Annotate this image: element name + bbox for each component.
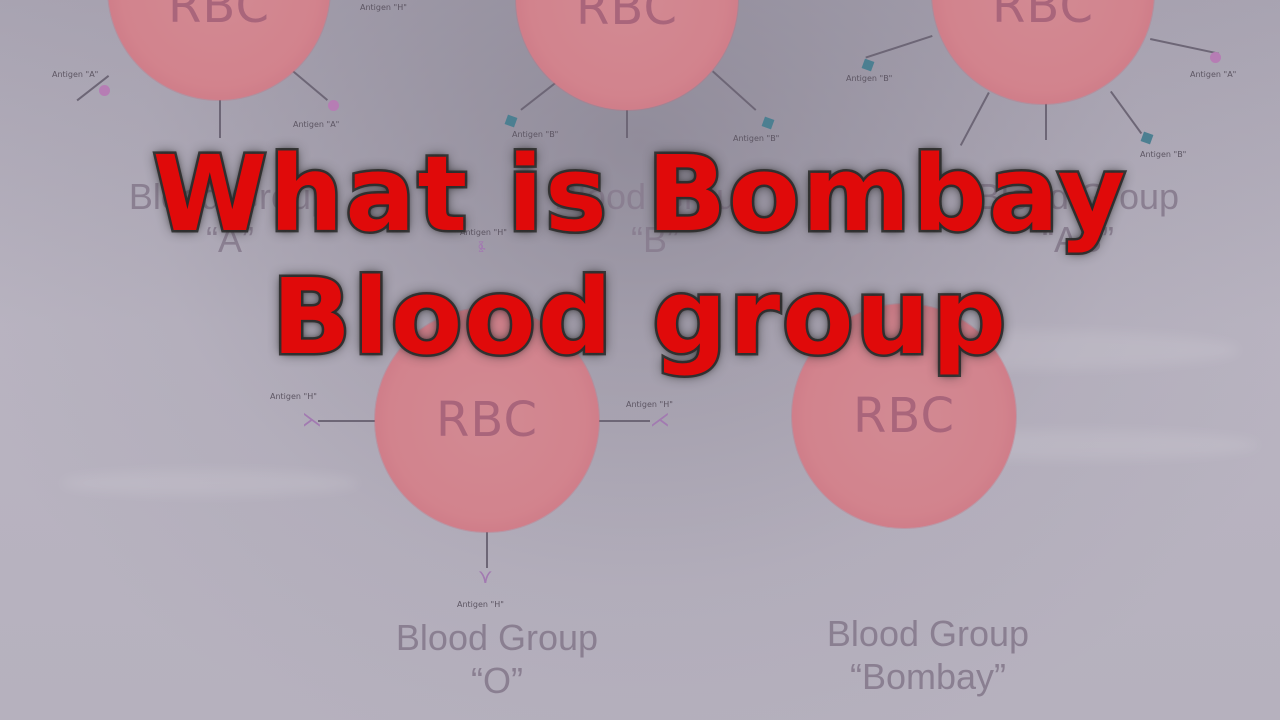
antigen-stem: [598, 420, 650, 422]
rbc-label: RBC: [168, 0, 270, 34]
headline-line-2: Blood group: [269, 256, 1009, 378]
antigen-stem: [318, 420, 376, 422]
group-b-title: Blood Group: [553, 176, 757, 217]
rbc-label: RBC: [992, 0, 1094, 34]
group-a-label: Blood Group “A”: [120, 175, 340, 261]
antigen-stem: [486, 532, 488, 568]
antigen-b-label: Antigen "B": [512, 130, 559, 139]
antigen-h-fork-icon: ⋌: [650, 407, 670, 431]
group-o-label: Blood Group “O”: [367, 616, 627, 702]
group-ab-type: “AB”: [1042, 219, 1114, 261]
antigen-a-marker: [1210, 52, 1221, 63]
antigen-h-label: Antigen "H": [626, 400, 673, 409]
antigen-a-label: Antigen "A": [52, 70, 99, 79]
antigen-h-label: Antigen "H": [457, 600, 504, 609]
group-o-type: “O”: [471, 660, 523, 702]
antigen-a-marker: [99, 85, 110, 96]
group-bombay-type: “Bombay”: [849, 656, 1007, 698]
group-a-type: “A”: [206, 219, 254, 261]
group-bombay-title: Blood Group: [826, 613, 1030, 654]
headline-line-1: What is Bombay: [150, 133, 1128, 255]
background-streak: [60, 470, 360, 496]
antigen-a-label: Antigen "A": [1190, 70, 1237, 79]
group-ab-title: Blood Group: [976, 176, 1180, 217]
rbc-label: RBC: [576, 0, 678, 36]
rbc-label: RBC: [436, 392, 538, 448]
antigen-h-fork-icon: ⋋: [302, 407, 322, 431]
group-b-label: Blood Group “B”: [545, 175, 765, 261]
antigen-h-label: Antigen "H": [270, 392, 317, 401]
antigen-h-fork-icon: ⱛ: [478, 236, 486, 260]
antigen-h-label: Antigen "H": [460, 228, 507, 237]
rbc-label: RBC: [853, 388, 955, 444]
antigen-h-label: Antigen "H": [360, 3, 407, 12]
antigen-stem: [219, 98, 221, 138]
antigen-b-label: Antigen "B": [733, 134, 780, 143]
antigen-a-label: Antigen "A": [293, 120, 340, 129]
group-b-type: “B”: [631, 219, 679, 261]
rbc-cell-o: [375, 308, 599, 532]
antigen-b-label: Antigen "B": [846, 74, 893, 83]
group-ab-label: Blood Group “AB”: [968, 175, 1188, 261]
antigen-stem: [1045, 100, 1047, 140]
rbc-cell-bombay: [792, 304, 1016, 528]
group-o-title: Blood Group: [395, 617, 599, 658]
antigen-b-label: Antigen "B": [1140, 150, 1187, 159]
antigen-a-marker: [328, 100, 339, 111]
group-a-title: Blood Group: [128, 176, 332, 217]
antigen-h-fork-icon: ⋎: [478, 564, 493, 588]
antigen-stem: [626, 108, 628, 138]
group-bombay-label: Blood Group “Bombay”: [778, 612, 1078, 698]
